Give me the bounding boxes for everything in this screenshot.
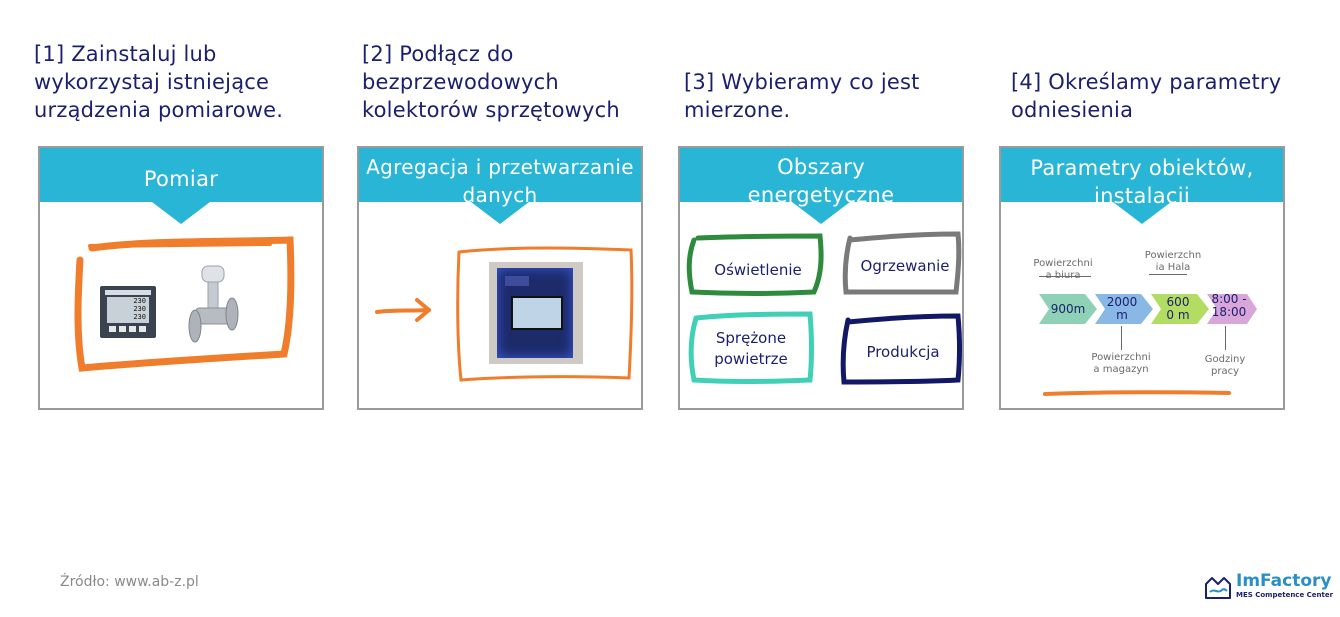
step-2-title-line: kolektorów sprzętowych (362, 98, 620, 122)
step-4-title-line: odniesienia (1011, 98, 1134, 122)
meter-reading: 230 (133, 313, 146, 321)
banner-line: danych (462, 183, 538, 207)
param-label-warehouse: Powierzchni a magazyn (1091, 352, 1151, 375)
step-3-title-line: mierzone. (684, 98, 791, 122)
meter-buttons (109, 326, 147, 332)
step-3-title-line: [3] Wybieramy co jest (684, 70, 920, 94)
step-4-title-line: [4] Określamy parametry (1011, 70, 1282, 94)
banner-shape (680, 148, 962, 224)
banner-line: instalacji (1093, 184, 1191, 208)
param-label-hours: Godziny pracy (1204, 354, 1246, 377)
cabinet-module (505, 276, 529, 286)
panel-banner: Parametry obiektów, instalacji (1001, 148, 1283, 226)
step-2-title-line: [2] Podłącz do (362, 42, 514, 66)
banner-shape (359, 148, 641, 224)
area-production-label: Produkcja (866, 343, 940, 361)
panel-banner: Agregacja i przetwarzanie danych (359, 148, 641, 226)
step-1-title-line: wykorzystaj istniejące (34, 70, 270, 94)
banner-shape (40, 148, 322, 224)
banner-text: Agregacja i przetwarzanie danych (359, 153, 641, 209)
step-3-title: [3] Wybieramy co jest mierzone. (684, 68, 920, 124)
step-1-title: [1] Zainstaluj lub wykorzystaj istniejąc… (34, 40, 283, 124)
source-text: Źródło: www.ab-z.pl (60, 574, 199, 590)
heating-scribble (842, 231, 962, 295)
step-1-title-line: [1] Zainstaluj lub (34, 42, 217, 66)
meter-reading: 230 (133, 305, 146, 313)
area-heating-label: Ogrzewanie (860, 257, 950, 275)
aggregation-panel: Agregacja i przetwarzanie danych (357, 146, 643, 410)
area-compressed-air-label: Sprężone powietrze (714, 329, 788, 368)
orange-underline (1043, 390, 1231, 396)
panel-banner: Pomiar (40, 148, 322, 226)
imfactory-logo-icon (1205, 577, 1231, 599)
param-office-area: 900m (1050, 302, 1086, 316)
meter-display: 230 230 230 (107, 297, 149, 323)
banner-line: Pomiar (143, 167, 219, 191)
banner-text: Obszary energetyczne (680, 153, 962, 209)
power-meter-icon: 230 230 230 (100, 286, 156, 338)
banner-line: Obszary (777, 155, 865, 179)
label-connector (1039, 276, 1091, 277)
step-4-title: [4] Określamy parametry odniesienia (1011, 68, 1281, 124)
label-connector (1225, 326, 1226, 350)
area-lighting-label: Oświetlenie (714, 261, 802, 279)
parameters-panel: Parametry obiektów, instalacji Powierzch… (999, 146, 1285, 410)
banner-line: Agregacja i przetwarzanie (366, 155, 634, 179)
orange-scribble-frame (456, 246, 634, 382)
param-warehouse-area: 2000 m (1106, 295, 1138, 322)
meter-reading: 230 (133, 297, 146, 305)
logo-subtitle: MES Competence Center (1236, 591, 1334, 599)
banner-text: Parametry obiektów, instalacji (1001, 154, 1283, 210)
param-hall-area: 600 0 m (1166, 295, 1190, 322)
param-working-hours: 8:00 - 18:00 (1211, 292, 1247, 319)
meter-header (105, 290, 151, 295)
energy-areas-panel: Obszary energetyczne Oświetlenie Ogrzewa… (678, 146, 964, 410)
step-2-title-line: bezprzewodowych (362, 70, 559, 94)
param-label-office: Powierzchni a biura (1033, 258, 1093, 281)
controller-cabinet-image (489, 262, 583, 364)
controller-screen (511, 296, 563, 330)
banner-text: Pomiar (40, 165, 322, 193)
measurement-panel: Pomiar 230 230 230 (38, 146, 324, 410)
compressed-air-scribble (688, 311, 814, 384)
production-scribble (840, 313, 962, 385)
arrow-right-icon (375, 298, 431, 322)
banner-line: Parametry obiektów, (1030, 156, 1254, 180)
orange-scribble-frame (74, 236, 295, 372)
parameter-chevrons (1039, 294, 1257, 324)
step-1-title-line: urządzenia pomiarowe. (34, 98, 284, 122)
flow-meter-icon (188, 265, 239, 343)
banner-line: energetyczne (747, 183, 895, 207)
banner-shape (1001, 148, 1283, 224)
panel-banner: Obszary energetyczne (680, 148, 962, 226)
label-connector (1121, 326, 1122, 350)
cabinet-interior (497, 268, 573, 358)
step-2-title: [2] Podłącz do bezprzewodowych kolektoró… (362, 40, 620, 124)
lighting-scribble (686, 233, 824, 296)
param-label-hall: Powierzchn ia Hala (1144, 250, 1202, 273)
logo-name: ImFactory (1236, 571, 1332, 591)
label-connector (1149, 274, 1187, 275)
